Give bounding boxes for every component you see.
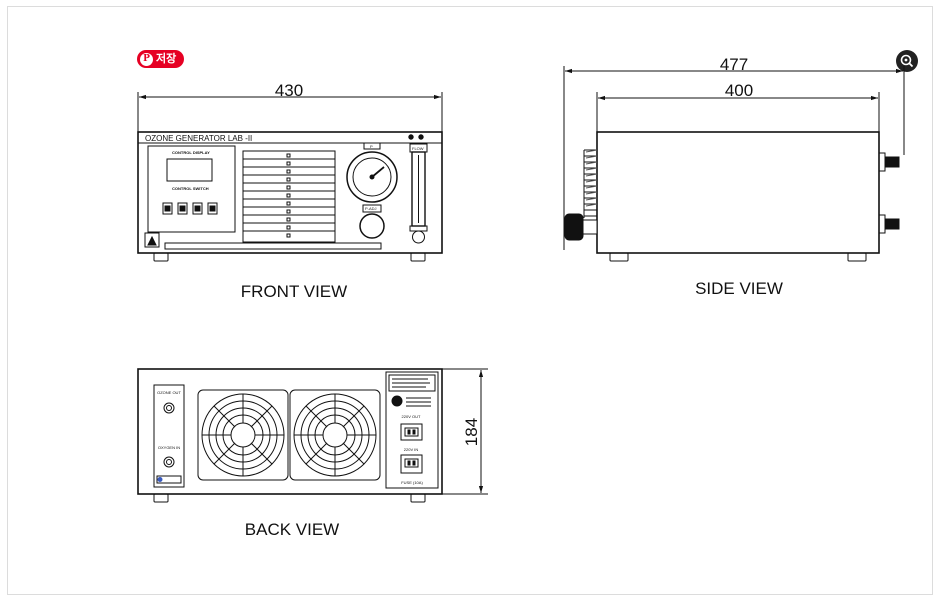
- side-body-value: 400: [725, 81, 753, 100]
- back-foot-right: [410, 493, 426, 503]
- control-display-text: CONTROL DISPLAY: [172, 150, 210, 155]
- back-height-value: 184: [462, 418, 481, 446]
- side-knob: [564, 213, 598, 241]
- pressure-gauge: [346, 142, 398, 203]
- back-foot-left: [153, 493, 169, 503]
- pinterest-save-label: 저장: [156, 52, 177, 65]
- side-body: [596, 131, 880, 254]
- front-body: [137, 131, 443, 254]
- front-width-dimension: [137, 92, 443, 132]
- power-outlet: [400, 423, 423, 441]
- oxygen-in-text: OXYGEN IN: [158, 445, 180, 450]
- front-view: [137, 92, 443, 262]
- maker-logo: [156, 475, 182, 484]
- control-panel: [147, 145, 236, 233]
- gas-port-panel: [153, 384, 185, 488]
- fan-right: [289, 389, 381, 481]
- spec-label-plate: [388, 374, 436, 392]
- side-foot-right: [847, 252, 867, 262]
- pressure-adjust-text: P-ADJ: [365, 206, 377, 211]
- gauge-label-text: P: [370, 144, 373, 149]
- pinterest-icon: P: [140, 52, 153, 66]
- control-switch-text: CONTROL SWITCH: [172, 186, 209, 191]
- control-switches: [162, 202, 218, 215]
- side-total-dimension: [563, 66, 905, 250]
- pinterest-save-button[interactable]: P 저장: [137, 50, 185, 68]
- lens-search-button[interactable]: [896, 50, 918, 72]
- fan-left: [197, 389, 289, 481]
- fuse-label-text: FUSE (10A): [401, 480, 423, 485]
- ozone-out-port: [163, 402, 175, 414]
- indicator-lamp-2: [418, 134, 424, 140]
- flow-label-text: FLOW: [412, 146, 424, 151]
- vent-grille: [242, 150, 336, 243]
- ozone-out-text: OZONE OUT: [157, 390, 181, 395]
- model-name-text: OZONE GENERATOR LAB -II: [145, 134, 252, 143]
- side-body-dimension: [596, 92, 880, 132]
- lens-search-icon: [900, 54, 914, 68]
- back-body: [137, 368, 443, 495]
- oxygen-in-port: [163, 456, 175, 468]
- image-frame: [7, 6, 933, 595]
- pressure-adjust-knob: [359, 204, 385, 239]
- front-bottom-strip: [164, 242, 382, 250]
- front-width-value: 430: [275, 81, 303, 100]
- power-inlet: [400, 454, 423, 474]
- back-view: [137, 368, 488, 503]
- warning-icon: [144, 232, 160, 248]
- back-height-dimension: [442, 368, 488, 495]
- front-foot-left: [153, 252, 169, 262]
- inlet-label-text: 220V IN: [404, 447, 419, 452]
- side-view-title: SIDE VIEW: [695, 279, 783, 298]
- side-view: [563, 66, 905, 262]
- outlet-label-text: 220V OUT: [402, 414, 421, 419]
- front-foot-right: [410, 252, 426, 262]
- side-total-value: 477: [720, 55, 748, 74]
- side-foot-left: [609, 252, 629, 262]
- side-heatsink: [583, 149, 598, 218]
- display-screen: [166, 158, 213, 182]
- back-view-title: BACK VIEW: [245, 520, 339, 539]
- power-panel: [385, 371, 439, 489]
- front-view-title: FRONT VIEW: [241, 282, 347, 301]
- power-switch: [391, 395, 431, 407]
- side-fittings: [878, 152, 900, 234]
- flow-meter: [409, 143, 428, 244]
- indicator-lamp-1: [408, 134, 414, 140]
